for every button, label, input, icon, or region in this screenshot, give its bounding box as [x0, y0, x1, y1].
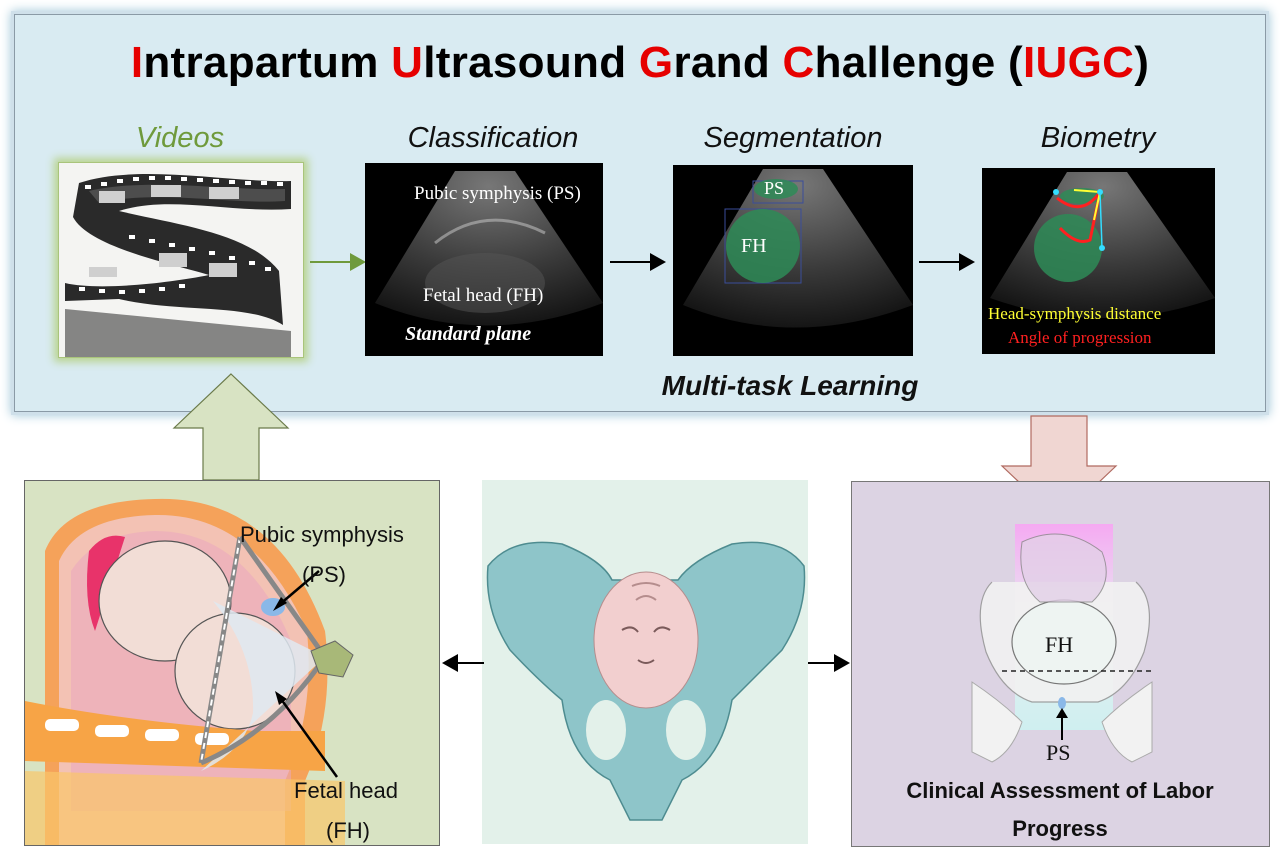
anatomy-fh-label: Fetal head [294, 778, 398, 803]
clinical-assessment-title-line1: Clinical Assessment of Labor [906, 778, 1214, 803]
anatomy-fh-abbrev: (FH) [326, 818, 370, 843]
clinical-assessment-panel [851, 481, 1270, 847]
title-segment: hallenge ( [814, 38, 1023, 87]
anatomy-ps-label: Pubic symphysis [240, 522, 404, 547]
segmentation-ps-label: PS [764, 178, 785, 198]
segmentation-fh-label: FH [741, 235, 767, 257]
clinical-assessment-title: Clinical Assessment of Labor Progress [868, 772, 1252, 848]
arrow-left-icon [442, 654, 484, 672]
assessment-ps-label: PS [1046, 740, 1071, 765]
classification-fh-label: Fetal head (FH) [423, 285, 544, 306]
assessment-fh-label: FH [1045, 632, 1074, 657]
challenge-title: Intrapartum Ultrasound Grand Challenge (… [0, 38, 1280, 88]
pelvis-3d-panel [482, 480, 808, 844]
pelvis-head-3d-icon [486, 541, 806, 821]
title-accent-segment: G [638, 38, 674, 87]
intrapartum-anatomy-illustration [25, 498, 354, 845]
up-block-arrow-icon [172, 373, 290, 481]
clinical-assessment-title-line2: Progress [1012, 816, 1108, 841]
classification-ps-label: Pubic symphysis (PS) [414, 183, 581, 204]
multi-task-learning-label: Multi-task Learning [661, 370, 919, 401]
classification-label: Classification [407, 122, 579, 154]
biometry-ultrasound-image: Head-symphysis distance Angle of progres… [982, 168, 1215, 354]
anatomy-ps-abbrev: (PS) [302, 562, 346, 587]
segmentation-label: Segmentation [703, 122, 883, 154]
arrow-right-icon [610, 253, 666, 271]
arrow-right-icon [919, 253, 975, 271]
title-segment: rand [673, 38, 783, 87]
title-accent-segment: I [130, 38, 144, 87]
arrow-right-icon [808, 654, 850, 672]
pelvis-progress-illustration [971, 524, 1153, 763]
videos-label: Videos [135, 122, 225, 154]
arrow-right-icon [310, 253, 366, 271]
title-accent-segment: C [782, 38, 815, 87]
film-strip-icon [65, 174, 291, 357]
standard-plane-label: Standard plane [405, 323, 532, 345]
anatomy-illustration-panel [24, 480, 440, 846]
title-segment: ntrapartum [143, 38, 392, 87]
title-accent-segment: IUGC [1022, 38, 1135, 87]
video-thumbnail [58, 162, 304, 358]
classification-ultrasound-image: Pubic symphysis (PS) Fetal head (FH) Sta… [365, 163, 603, 356]
biometry-label: Biometry [1040, 122, 1156, 154]
title-segment: ltrasound [423, 38, 639, 87]
angle-of-progression-label: Angle of progression [1008, 328, 1152, 347]
segmentation-ultrasound-image: PS FH [673, 165, 913, 356]
head-symphysis-distance-label: Head-symphysis distance [988, 304, 1162, 323]
title-segment: ) [1134, 38, 1150, 87]
title-accent-segment: U [391, 38, 424, 87]
